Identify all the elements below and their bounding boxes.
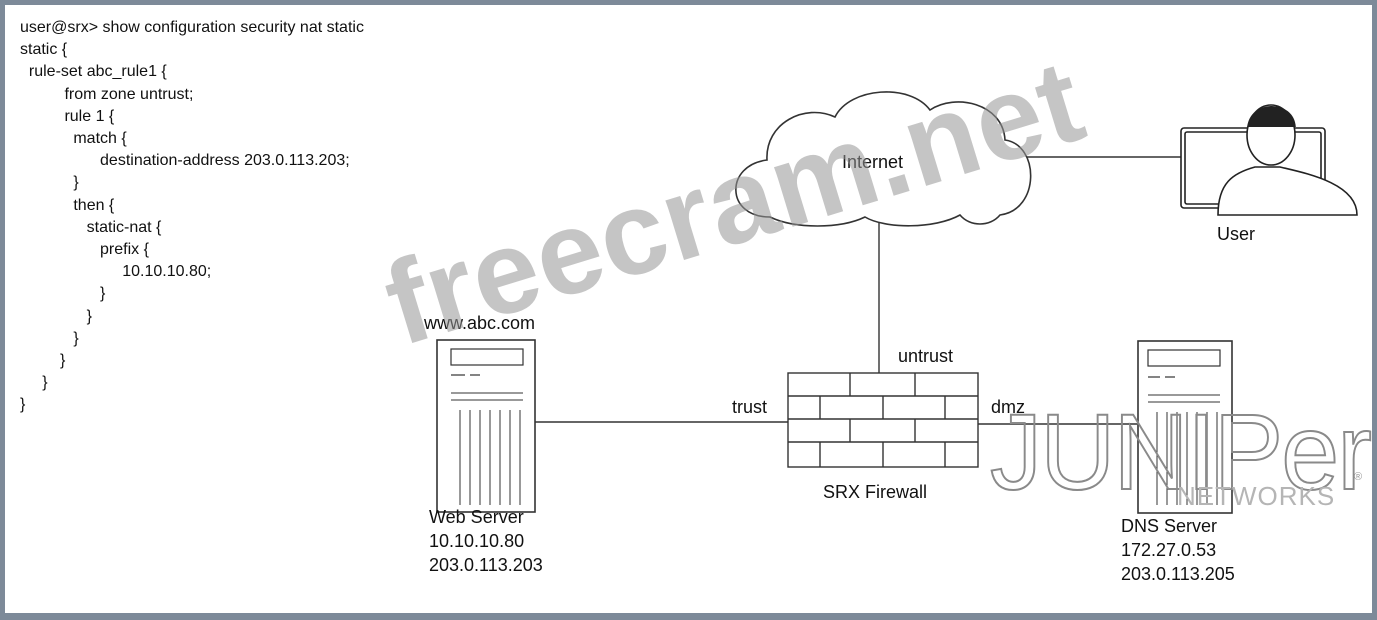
- internet-label: Internet: [842, 152, 904, 172]
- config-line: }: [20, 285, 106, 303]
- zone-dmz-label: dmz: [991, 397, 1026, 417]
- diagram-frame: user@srx> show configuration security na…: [5, 5, 1372, 613]
- nat-config-listing: user@srx> show configuration security na…: [20, 17, 364, 417]
- config-line: match {: [20, 130, 127, 148]
- srx-firewall-label: SRX Firewall: [823, 482, 928, 502]
- web-server-label: Web Server 10.10.10.80 203.0.113.203: [429, 505, 543, 577]
- config-line: static-nat {: [20, 218, 162, 236]
- user-label: User: [1217, 224, 1256, 244]
- config-line: }: [20, 307, 93, 325]
- config-line: destination-address 203.0.113.203;: [20, 152, 350, 170]
- srx-firewall-icon: [787, 372, 979, 468]
- config-line: 10.10.10.80;: [20, 263, 212, 281]
- config-line: }: [20, 352, 66, 370]
- config-line: rule-set abc_rule1 {: [20, 63, 167, 81]
- dns-server-ip-public: 203.0.113.205: [1121, 564, 1235, 584]
- web-server-name: Web Server: [429, 507, 524, 527]
- svg-text:®: ®: [1354, 471, 1362, 483]
- zone-trust-label: trust: [732, 397, 768, 417]
- user-icon: [1180, 104, 1358, 216]
- dns-server-name: DNS Server: [1121, 516, 1218, 536]
- web-server-ip-public: 203.0.113.203: [429, 555, 543, 575]
- config-line: }: [20, 396, 26, 414]
- internet-cloud-icon: [735, 91, 1032, 227]
- config-line: static {: [20, 41, 68, 59]
- zone-untrust-label: untrust: [898, 346, 954, 366]
- web-server-icon: [436, 339, 536, 513]
- config-line: from zone untrust;: [20, 85, 194, 103]
- config-line: }: [20, 329, 79, 347]
- config-line: then {: [20, 196, 115, 214]
- dns-server-ip-private: 172.27.0.53: [1121, 540, 1217, 560]
- web-server-hostname: www.abc.com: [424, 313, 536, 333]
- dns-server-icon: [1137, 340, 1233, 514]
- config-line: }: [20, 174, 79, 192]
- dns-server-label: DNS Server 172.27.0.53 203.0.113.205: [1121, 514, 1235, 586]
- juniper-networks-logo: JUNIPer NETWORKS ®: [989, 390, 1372, 513]
- network-diagram: JUNIPer NETWORKS ®: [436, 91, 1372, 514]
- config-line: prefix {: [20, 241, 149, 259]
- svg-text:JUNIPer: JUNIPer: [990, 391, 1371, 512]
- config-line: rule 1 {: [20, 107, 115, 125]
- config-line: }: [20, 374, 48, 392]
- svg-text:NETWORKS: NETWORKS: [1177, 481, 1335, 511]
- web-server-ip-private: 10.10.10.80: [429, 531, 525, 551]
- config-line: user@srx> show configuration security na…: [20, 19, 364, 36]
